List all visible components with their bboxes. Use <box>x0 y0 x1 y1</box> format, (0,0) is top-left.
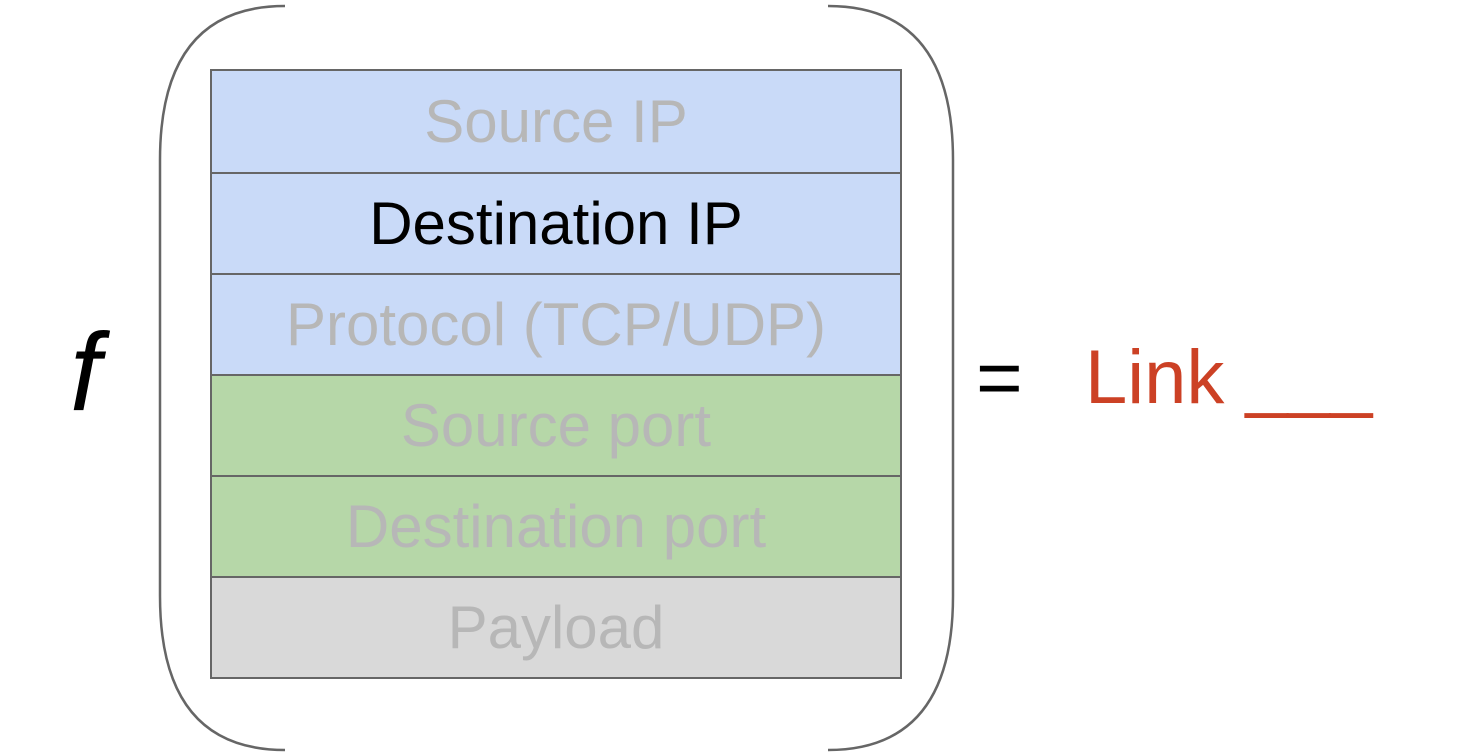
result-link: Link ___ <box>1085 335 1373 420</box>
right-paren <box>827 4 955 752</box>
left-paren <box>158 4 286 752</box>
field-source-ip: Source IP <box>212 71 900 172</box>
field-destination-port: Destination port <box>212 475 900 576</box>
field-destination-ip: Destination IP <box>212 172 900 273</box>
function-symbol: f <box>70 311 101 434</box>
field-payload: Payload <box>212 576 900 677</box>
packet-header-stack: Source IP Destination IP Protocol (TCP/U… <box>210 69 902 679</box>
field-protocol: Protocol (TCP/UDP) <box>212 273 900 374</box>
field-source-port: Source port <box>212 374 900 475</box>
equals-sign: = <box>976 333 1023 422</box>
